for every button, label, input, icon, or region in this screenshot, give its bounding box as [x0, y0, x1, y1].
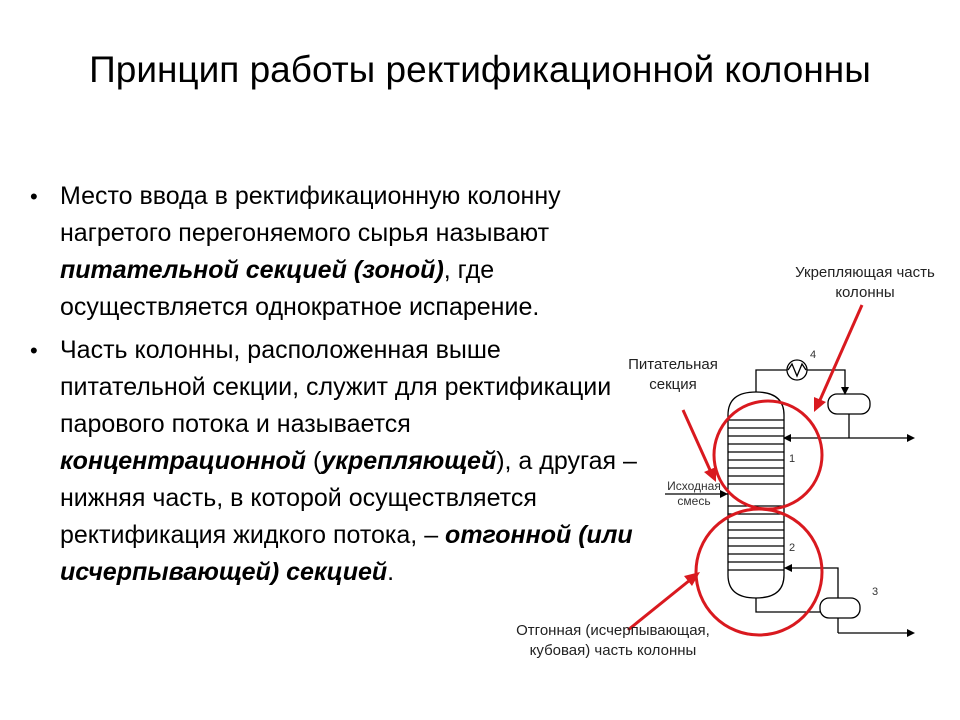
bullet-dot-icon: •: [30, 184, 38, 209]
label-number-1: 1: [789, 453, 796, 465]
bullet-text: Место ввода в ректификационную колонну н…: [60, 182, 561, 321]
bullet-list: • Место ввода в ректификационную колонну…: [30, 178, 650, 597]
feed-section-label: Питательная секция: [628, 356, 718, 393]
emphasized-term: отгонной (или исчерпывающей) секцией: [60, 521, 633, 586]
bullet-dot-icon: •: [30, 338, 38, 363]
emphasized-term: питательной секцией (зоной): [60, 256, 444, 284]
text-run: Место ввода в ректификационную колонну н…: [60, 182, 561, 247]
text-run: ), а другая – нижняя часть, в которой ос…: [60, 447, 637, 549]
text-run: Часть колонны, расположенная выше питате…: [60, 336, 612, 438]
bullet-item: • Место ввода в ректификационную колонну…: [30, 178, 650, 326]
pointer-arrows: [627, 304, 864, 632]
column-body: [727, 391, 785, 599]
column-lines: [665, 369, 907, 634]
text-run: .: [387, 558, 395, 586]
emphasized-term: укрепляющей: [321, 447, 497, 475]
bullet-text: Часть колонны, расположенная выше питате…: [60, 336, 637, 586]
slide-title: Принцип работы ректификационной колонны: [89, 49, 871, 90]
rectifying-label: Укрепляющая часть колонны: [795, 264, 935, 301]
feed-mix-label: Исходная смесь: [667, 479, 721, 508]
label-number-3: 3: [872, 586, 879, 598]
emphasized-term: концентрационной: [60, 447, 307, 475]
highlight-circles: [694, 399, 824, 637]
rectifying-highlight-circle: [712, 399, 824, 511]
label-number-4: 4: [810, 349, 817, 361]
bullet-item: • Часть колонны, расположенная выше пита…: [30, 332, 650, 591]
reboiler: [819, 597, 861, 619]
text-run: (: [306, 447, 322, 475]
reflux-drum: [827, 393, 871, 415]
stripping-highlight-circle: [694, 507, 824, 637]
text-run: , где осуществляется однократное испарен…: [60, 256, 540, 321]
condenser-icon: [786, 359, 808, 381]
label-number-2: 2: [789, 542, 796, 554]
flow-arrows: [720, 387, 915, 637]
stripping-label: Отгонная (исчерпывающая, кубовая) часть …: [516, 622, 710, 659]
